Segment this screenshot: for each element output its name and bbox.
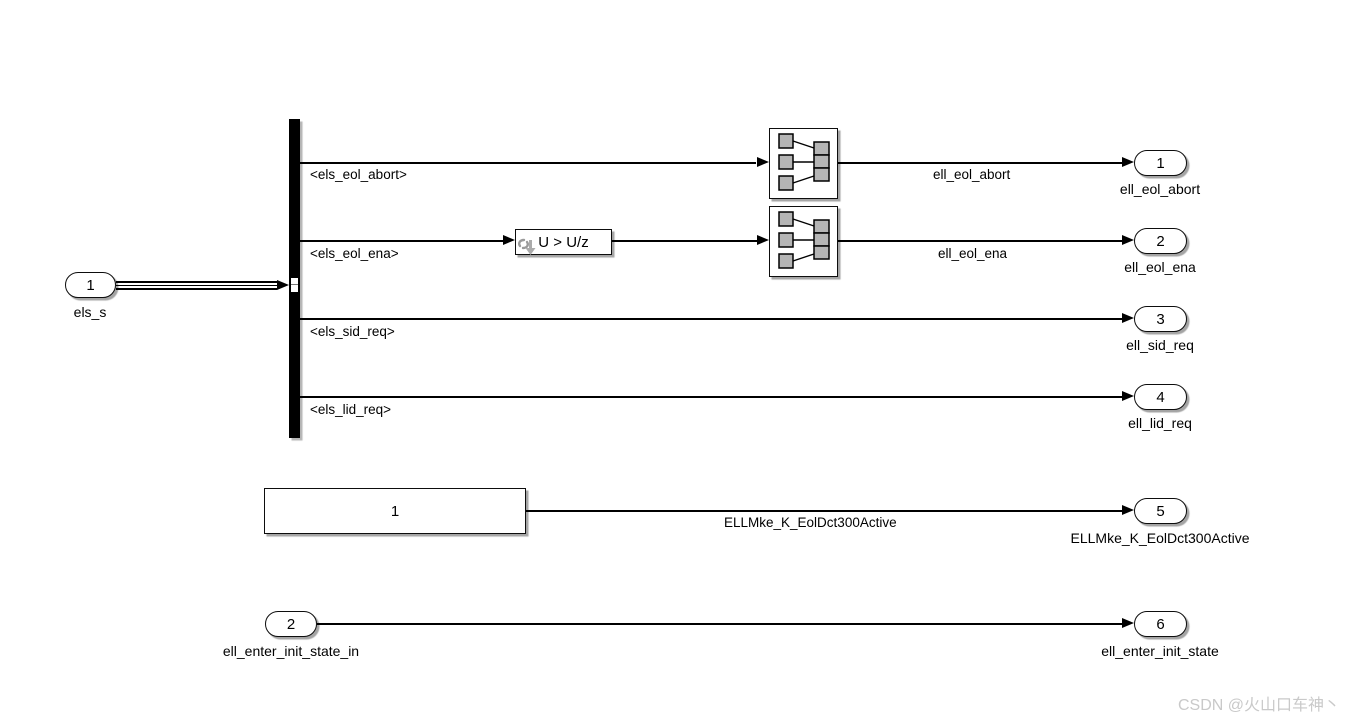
wire-ell_enter_init_state[interactable]	[317, 623, 1122, 625]
outport-1-number: 1	[1156, 154, 1165, 172]
inport-els_s[interactable]: 1	[65, 272, 116, 298]
outport-6-number: 6	[1156, 615, 1165, 633]
outport-3-label: ell_sid_req	[1126, 337, 1194, 353]
csdn-watermark: CSDN @火山口车神丶	[1177, 697, 1340, 714]
outport-ell_sid_req[interactable]: 3	[1134, 306, 1187, 332]
signal-map-block-2[interactable]	[769, 206, 838, 277]
outport-4-number: 4	[1156, 388, 1165, 406]
outport-ELLMke_K_EolDct300Active[interactable]: 5	[1134, 498, 1187, 524]
outport-1-label: ell_eol_abort	[1119, 181, 1201, 197]
inport-els_s-number: 1	[86, 276, 95, 294]
wire-els_eol_abort[interactable]	[300, 162, 756, 164]
signal-name-ELLMke_K_EolDct300Active: ELLMke_K_EolDct300Active	[724, 515, 897, 530]
arrowhead	[1122, 505, 1134, 515]
outport-ell_eol_abort[interactable]: 1	[1134, 150, 1187, 176]
inport-2-label: ell_enter_init_state_in	[222, 643, 360, 659]
wire-ELLMke_K_EolDct300Active[interactable]	[526, 510, 1122, 512]
arrowhead	[1122, 157, 1134, 167]
wire-label-els_eol_abort: <els_eol_abort>	[310, 167, 407, 182]
library-link-broken-icon	[518, 238, 536, 255]
outport-5-number: 5	[1156, 502, 1165, 520]
detect-increase-label: U > U/z	[538, 233, 589, 251]
outport-2-number: 2	[1156, 232, 1165, 250]
bus-wire-line	[116, 288, 277, 290]
arrowhead	[757, 235, 769, 245]
outport-2-label: ell_eol_ena	[1124, 259, 1196, 275]
arrowhead	[277, 280, 289, 290]
wire-els_sid_req[interactable]	[300, 318, 1122, 320]
inport-2-number: 2	[286, 615, 296, 633]
arrowhead	[1122, 235, 1134, 245]
arrowhead	[1122, 391, 1134, 401]
wire-detect-to-map[interactable]	[612, 240, 757, 242]
signal-map-icon	[778, 211, 830, 269]
outport-ell_lid_req[interactable]: 4	[1134, 384, 1187, 410]
outport-ell_enter_init_state[interactable]: 6	[1134, 611, 1187, 637]
outport-ell_eol_ena[interactable]: 2	[1134, 228, 1187, 254]
bus-wire[interactable]	[116, 281, 277, 290]
signal-name-ell_eol_ena: ell_eol_ena	[938, 246, 1008, 261]
outport-3-number: 3	[1156, 310, 1165, 328]
wire-label-els_sid_req: <els_sid_req>	[310, 324, 395, 339]
arrowhead	[1122, 618, 1134, 628]
signal-name-ell_eol_abort: ell_eol_abort	[933, 167, 1011, 182]
signal-map-icon	[778, 133, 830, 191]
outport-6-label: ell_enter_init_state	[1101, 643, 1219, 659]
constant-block[interactable]: 1	[264, 488, 526, 534]
arrowhead	[1122, 313, 1134, 323]
outport-5-label: ELLMke_K_EolDct300Active	[1070, 530, 1250, 546]
wire-label-els_lid_req: <els_lid_req>	[310, 402, 392, 417]
wire-label-els_eol_ena: <els_eol_ena>	[310, 246, 399, 261]
wire-ell_eol_abort[interactable]	[838, 162, 1122, 164]
bus-selector-input-port-icon	[290, 277, 299, 293]
wire-ell_eol_ena[interactable]	[838, 240, 1122, 242]
wire-els_lid_req[interactable]	[300, 396, 1122, 398]
outport-4-label: ell_lid_req	[1128, 415, 1192, 431]
bus-wire-line	[116, 281, 277, 283]
bus-wire-line	[116, 284, 277, 287]
inport-els_s-label: els_s	[73, 304, 107, 320]
arrowhead	[757, 157, 769, 167]
signal-map-block-1[interactable]	[769, 128, 838, 199]
constant-value: 1	[390, 502, 400, 520]
inport-ell_enter_init_state_in[interactable]: 2	[265, 611, 317, 637]
wire-els_eol_ena[interactable]	[300, 240, 503, 242]
arrowhead	[503, 235, 515, 245]
